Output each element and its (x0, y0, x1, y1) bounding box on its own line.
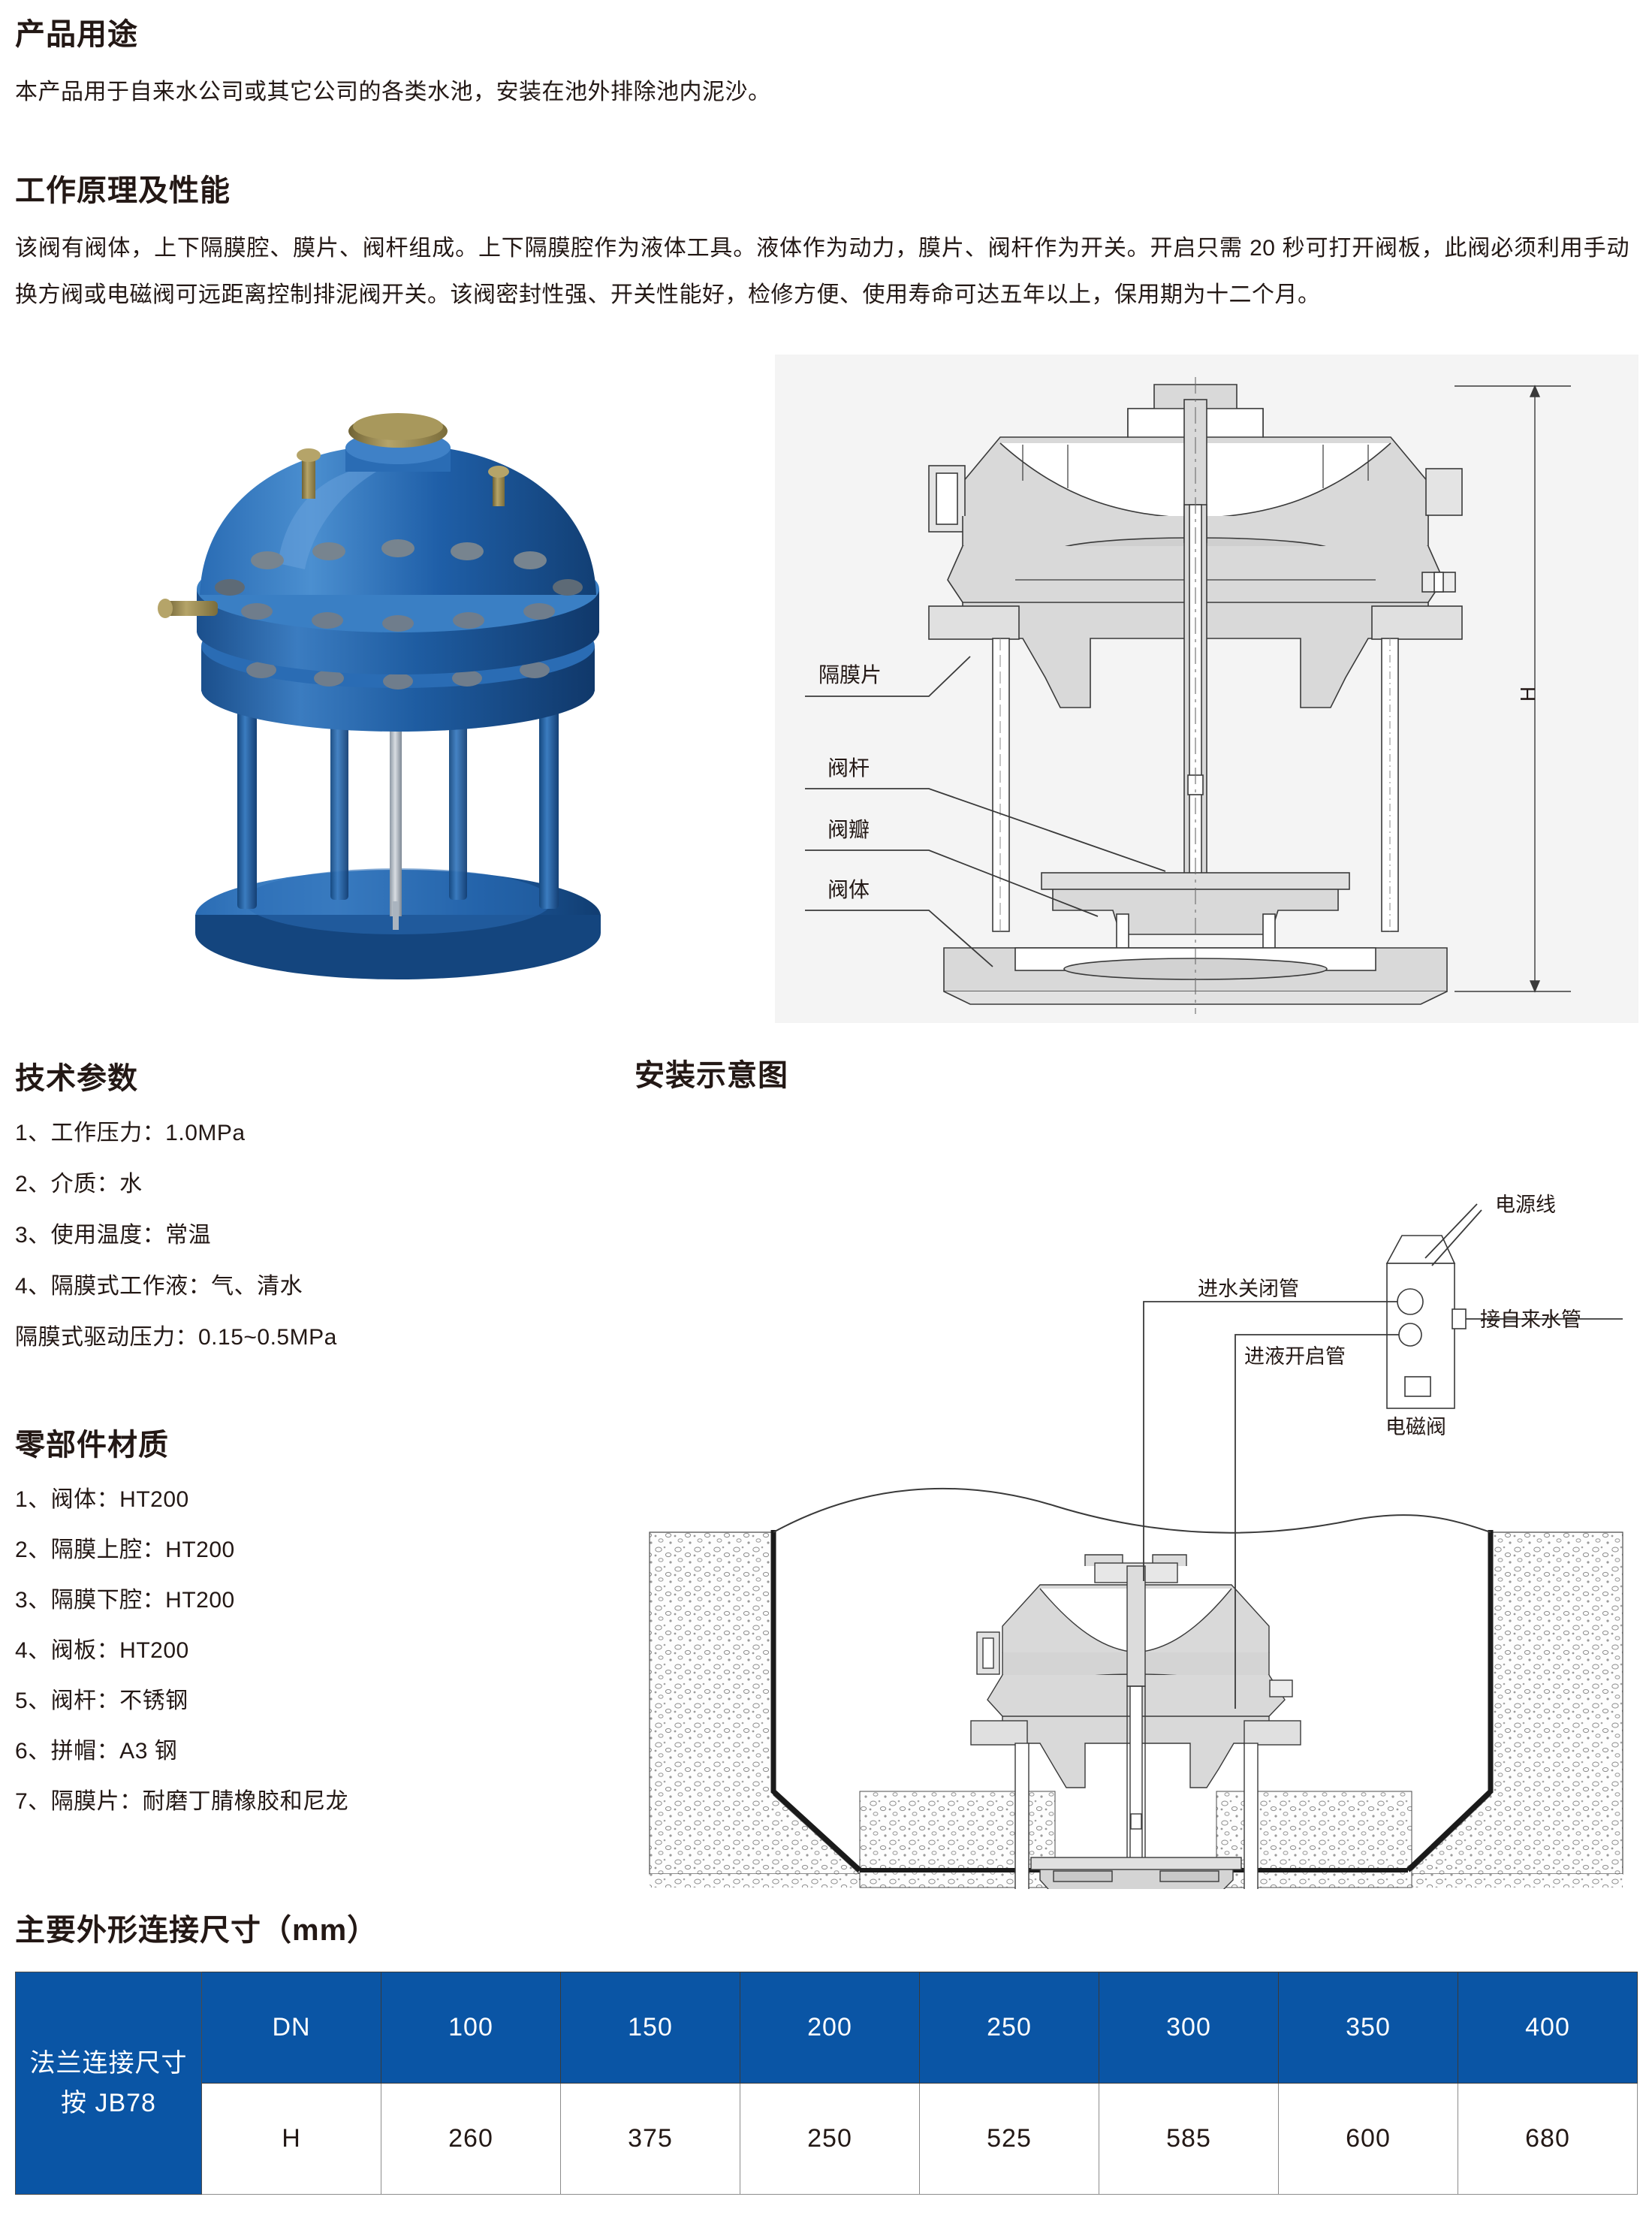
value-cell-400: 680 (1458, 2083, 1638, 2195)
xsec-label-diaphragm: 隔膜片 (818, 663, 882, 687)
material-item: 4、阀板：HT200 (15, 1638, 189, 1663)
header-cell-150: 150 (560, 1972, 740, 2084)
material-item: 1、阀体：HT200 (15, 1487, 189, 1512)
tech-item: 2、介质：水 (15, 1172, 143, 1197)
value-cell-350: 600 (1278, 2083, 1458, 2195)
material-item: 7、隔膜片：耐磨丁腈橡胶和尼龙 (15, 1789, 349, 1814)
value-cell-300: 585 (1099, 2083, 1279, 2195)
table-row: 法兰连接尺寸 按 JB78 DN 100 150 200 250 300 350… (15, 1972, 1638, 2195)
materials-heading: 零部件材质 (15, 1429, 169, 1462)
dimensions-heading: 主要外形连接尺寸（mm） (15, 1914, 378, 1947)
dimensions-side-header: 法兰连接尺寸 按 JB78 (15, 1972, 202, 2195)
product-photo-illustration (90, 376, 706, 1021)
product-purpose-section: 产品用途 本产品用于自来水公司或其它公司的各类水池，安装在池外排除池内泥沙。 (15, 17, 1637, 116)
side-header-line-1: 法兰连接尺寸 (29, 2048, 188, 2078)
installation-diagram: 电源线 进水关闭管 接自来水管 进液开启管 电磁阀 (635, 1115, 1638, 1889)
header-cell-100: 100 (381, 1972, 561, 2084)
tech-item: 隔膜式驱动压力：0.15~0.5MPa (15, 1325, 337, 1350)
xsec-dimension-h-label: H (1516, 687, 1539, 702)
value-cell-h: H (201, 2083, 381, 2195)
header-cell-350: 350 (1278, 1972, 1458, 2084)
purpose-paragraph: 本产品用于自来水公司或其它公司的各类水池，安装在池外排除池内泥沙。 (15, 80, 771, 104)
install-label-tap-water-pipe: 接自来水管 (1480, 1308, 1581, 1331)
value-cell-200: 250 (740, 2083, 920, 2195)
material-item: 3、隔膜下腔：HT200 (15, 1588, 235, 1613)
tech-item: 1、工作压力：1.0MPa (15, 1121, 246, 1145)
header-cell-250: 250 (919, 1972, 1099, 2084)
principle-paragraph: 该阀有阀体，上下隔膜腔、膜片、阀杆组成。上下隔膜腔作为液体工具。液体作为动力，膜… (15, 236, 1629, 307)
principle-heading: 工作原理及性能 (15, 174, 231, 207)
cross-section-diagram: H 隔膜片 阀杆 阀瓣 阀体 (775, 355, 1638, 1023)
header-cell-300: 300 (1099, 1972, 1279, 2084)
tech-item: 3、使用温度：常温 (15, 1223, 212, 1248)
xsec-label-body: 阀体 (828, 878, 870, 901)
header-cell-dn: DN (201, 1972, 381, 2084)
tech-heading: 技术参数 (15, 1062, 138, 1095)
value-cell-100: 260 (381, 2083, 561, 2195)
side-header-line-2: 按 JB78 (61, 2088, 156, 2117)
tech-item: 4、隔膜式工作液：气、清水 (15, 1274, 303, 1299)
table-row: H 260 375 250 525 585 600 680 (16, 2083, 1638, 2195)
install-label-liquid-open-pipe: 进液开启管 (1244, 1345, 1346, 1368)
header-cell-200: 200 (740, 1972, 920, 2084)
header-cell-400: 400 (1458, 1972, 1638, 2084)
cross-section-illustration: H 隔膜片 阀杆 阀瓣 阀体 (775, 355, 1638, 1023)
value-cell-150: 375 (560, 2083, 740, 2195)
material-item: 6、拼帽：A3 钢 (15, 1739, 178, 1764)
material-item: 2、隔膜上腔：HT200 (15, 1537, 235, 1562)
component-materials-section: 零部件材质 1、阀体：HT200 2、隔膜上腔：HT200 3、隔膜下腔：HT2… (15, 1427, 631, 1841)
install-label-solenoid-valve: 电磁阀 (1385, 1416, 1446, 1438)
installation-heading: 安装示意图 (635, 1059, 788, 1092)
material-item: 5、阀杆：不锈钢 (15, 1688, 188, 1713)
value-cell-250: 525 (919, 2083, 1099, 2195)
xsec-label-stem: 阀杆 (828, 756, 870, 780)
technical-parameters-section: 技术参数 1、工作压力：1.0MPa 2、介质：水 3、使用温度：常温 4、隔膜… (15, 1061, 631, 1378)
xsec-label-disc: 阀瓣 (828, 818, 870, 841)
purpose-heading: 产品用途 (15, 18, 138, 51)
installation-illustration: 电源线 进水关闭管 接自来水管 进液开启管 电磁阀 (635, 1115, 1638, 1889)
product-photo (90, 376, 706, 1021)
working-principle-section: 工作原理及性能 该阀有阀体，上下隔膜腔、膜片、阀杆组成。上下隔膜腔作为液体工具。… (15, 173, 1637, 318)
install-label-power-line: 电源线 (1495, 1193, 1556, 1216)
dimensions-table: 法兰连接尺寸 按 JB78 DN 100 150 200 250 300 350… (15, 1972, 1638, 2195)
install-label-inlet-close-pipe: 进水关闭管 (1198, 1278, 1299, 1300)
